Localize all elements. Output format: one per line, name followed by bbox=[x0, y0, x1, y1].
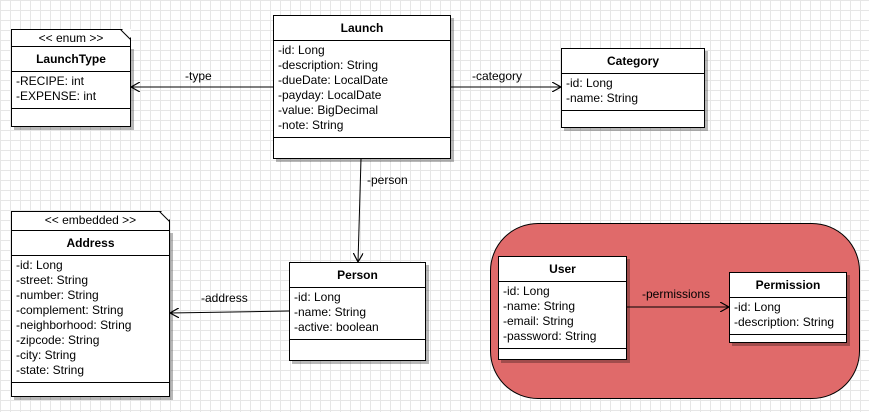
launchtype-stereotype-text: << enum >> bbox=[38, 31, 104, 45]
attribute-list: -id: Long -name: String -active: boolean bbox=[290, 288, 425, 340]
attribute-list: -RECIPE: int -EXPENSE: int bbox=[12, 72, 130, 109]
attribute: -name: String bbox=[566, 91, 639, 105]
class-name: Address bbox=[12, 231, 169, 256]
attribute: -description: String bbox=[734, 315, 835, 329]
attribute: -email: String bbox=[503, 314, 574, 328]
attribute: -state: String bbox=[16, 363, 85, 377]
attribute: -value: BigDecimal bbox=[278, 103, 379, 117]
attribute: -complement: String bbox=[16, 303, 124, 317]
association-label-category: -category bbox=[472, 69, 523, 83]
class-category[interactable]: Category -id: Long -name: String bbox=[561, 48, 705, 128]
edge-launch-person bbox=[358, 158, 361, 262]
folded-corner-line bbox=[119, 29, 131, 41]
attribute-list: -id: Long -name: String bbox=[562, 74, 704, 111]
class-launch[interactable]: Launch -id: Long -description: String -d… bbox=[273, 15, 451, 159]
address-stereotype: << embedded >> bbox=[11, 211, 170, 230]
operation-list bbox=[499, 349, 626, 363]
class-name: Person bbox=[290, 263, 425, 288]
operation-list bbox=[274, 138, 450, 152]
attribute: -active: boolean bbox=[294, 320, 379, 334]
attribute: -name: String bbox=[294, 305, 367, 319]
attribute: -street: String bbox=[16, 273, 89, 287]
edge-person-address bbox=[170, 311, 290, 313]
folded-corner-icon bbox=[122, 29, 131, 38]
attribute: -password: String bbox=[503, 329, 597, 343]
association-label-address: -address bbox=[201, 291, 248, 305]
association-label-type: -type bbox=[185, 69, 212, 83]
attribute: -EXPENSE: int bbox=[16, 89, 97, 103]
association-label-person: -person bbox=[367, 173, 408, 187]
attribute: -id: Long bbox=[16, 258, 63, 272]
class-name: Launch bbox=[274, 16, 450, 41]
operation-list bbox=[12, 109, 130, 123]
attribute: -id: Long bbox=[566, 76, 613, 90]
address-stereotype-text: << embedded >> bbox=[44, 213, 137, 227]
attribute: -id: Long bbox=[294, 290, 341, 304]
attribute-list: -id: Long -description: String bbox=[730, 298, 846, 335]
operation-list bbox=[12, 383, 169, 397]
attribute: -neighborhood: String bbox=[16, 318, 132, 332]
attribute-list: -id: Long -name: String -email: String -… bbox=[499, 282, 626, 349]
operation-list bbox=[562, 111, 704, 125]
class-name: User bbox=[499, 257, 626, 282]
class-permission[interactable]: Permission -id: Long -description: Strin… bbox=[729, 272, 847, 343]
attribute: -id: Long bbox=[734, 300, 781, 314]
operation-list bbox=[290, 340, 425, 354]
folded-corner-line bbox=[158, 211, 170, 223]
class-user[interactable]: User -id: Long -name: String -email: Str… bbox=[498, 256, 627, 360]
class-name: Permission bbox=[730, 273, 846, 298]
attribute-list: -id: Long -street: String -number: Strin… bbox=[12, 256, 169, 383]
attribute-list: -id: Long -description: String -dueDate:… bbox=[274, 41, 450, 138]
attribute: -RECIPE: int bbox=[16, 74, 85, 88]
attribute: -id: Long bbox=[503, 284, 550, 298]
attribute: -payday: LocalDate bbox=[278, 88, 382, 102]
class-launchtype[interactable]: LaunchType -RECIPE: int -EXPENSE: int bbox=[11, 46, 131, 127]
class-name: Category bbox=[562, 49, 704, 74]
attribute: -dueDate: LocalDate bbox=[278, 73, 389, 87]
attribute: -number: String bbox=[16, 288, 99, 302]
launchtype-stereotype: << enum >> bbox=[11, 29, 131, 46]
attribute: -description: String bbox=[278, 58, 379, 72]
class-name: LaunchType bbox=[12, 47, 130, 72]
class-address[interactable]: Address -id: Long -street: String -numbe… bbox=[11, 230, 170, 397]
attribute: -name: String bbox=[503, 299, 576, 313]
operation-list bbox=[730, 335, 846, 343]
attribute: -city: String bbox=[16, 348, 77, 362]
folded-corner-icon bbox=[161, 211, 170, 220]
attribute: -zipcode: String bbox=[16, 333, 100, 347]
attribute: -id: Long bbox=[278, 43, 325, 57]
attribute: -note: String bbox=[278, 118, 344, 132]
association-label-permissions: -permissions bbox=[642, 287, 711, 301]
class-person[interactable]: Person -id: Long -name: String -active: … bbox=[289, 262, 426, 361]
